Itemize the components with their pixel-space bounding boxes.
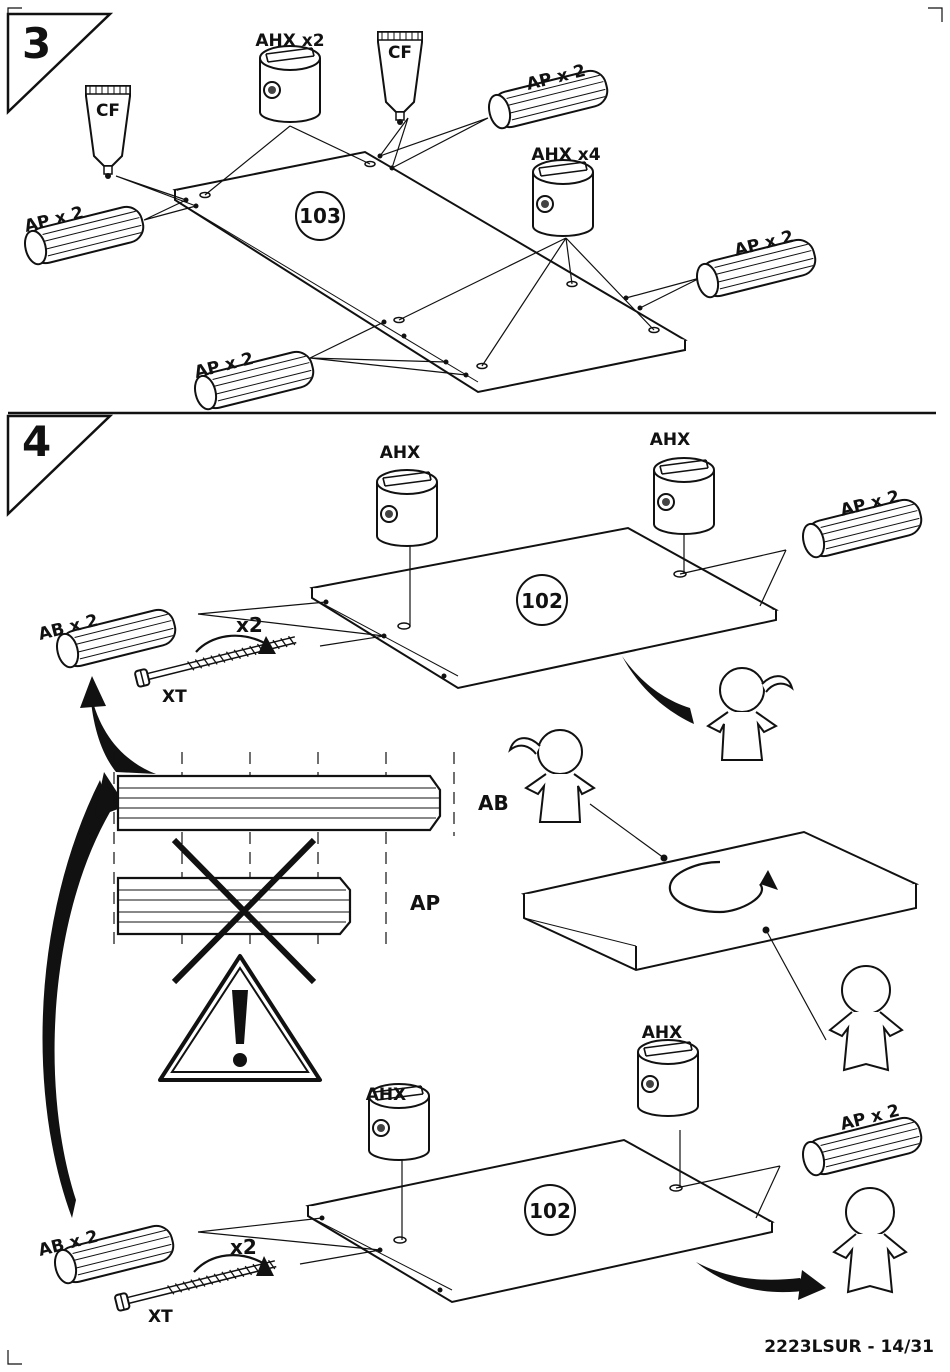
glue-label: CF: [96, 101, 120, 121]
curved-arrow-icon: [622, 656, 694, 724]
part-number-badge: 103: [299, 204, 341, 228]
cam-lock-label: AHX: [366, 1085, 407, 1105]
cam-lock-icon: [654, 458, 714, 534]
rotation-illustration: [510, 730, 916, 1070]
part-number-badge: 102: [521, 589, 563, 613]
glue-tube-icon: [86, 86, 130, 179]
multiplier-label: x2: [230, 1235, 257, 1259]
curved-arrow-icon: [43, 676, 156, 1218]
cam-lock-label: AHX: [650, 430, 691, 450]
cam-lock-icon: [638, 1040, 698, 1116]
part-number-badge: 102: [529, 1199, 571, 1223]
child-figure-icon: [834, 1188, 906, 1292]
step-number: 3: [22, 19, 51, 68]
dowel-comparison: AB AP: [114, 752, 509, 982]
multiplier-label: x2: [236, 613, 263, 637]
glue-label: CF: [388, 43, 412, 63]
cam-lock-icon: [377, 470, 437, 546]
cam-lock-label: AHX x2: [255, 31, 324, 51]
cam-lock-label: AHX: [642, 1023, 683, 1043]
curved-arrow-icon: [696, 1262, 810, 1292]
step-4-badge: 4: [8, 416, 110, 514]
lower-panel-102: 102: [308, 1140, 772, 1302]
cam-lock-label: AHX x4: [531, 145, 600, 165]
screw-label: XT: [148, 1307, 173, 1327]
upper-panel-102: 102: [312, 528, 776, 688]
cam-lock-icon: [533, 160, 593, 236]
cam-lock-icon: [260, 46, 320, 122]
rotate-arrow-icon: [196, 636, 270, 652]
step-number: 4: [22, 417, 51, 466]
dowel-ap-label: AP: [410, 891, 440, 915]
child-figure-icon: [510, 730, 594, 822]
dowel-ab-label: AB: [478, 791, 509, 815]
crop-marks: [8, 8, 942, 1364]
screw-label: XT: [162, 687, 187, 707]
step-3: 3 103: [8, 14, 819, 412]
page-footer: 2223LSUR - 14/31: [764, 1337, 934, 1357]
child-figure-icon: [830, 966, 902, 1070]
cam-lock-label: AHX: [380, 443, 421, 463]
child-figure-icon: [708, 668, 792, 760]
step-4: 4 102 AHX AHX AP x: [8, 416, 925, 1327]
